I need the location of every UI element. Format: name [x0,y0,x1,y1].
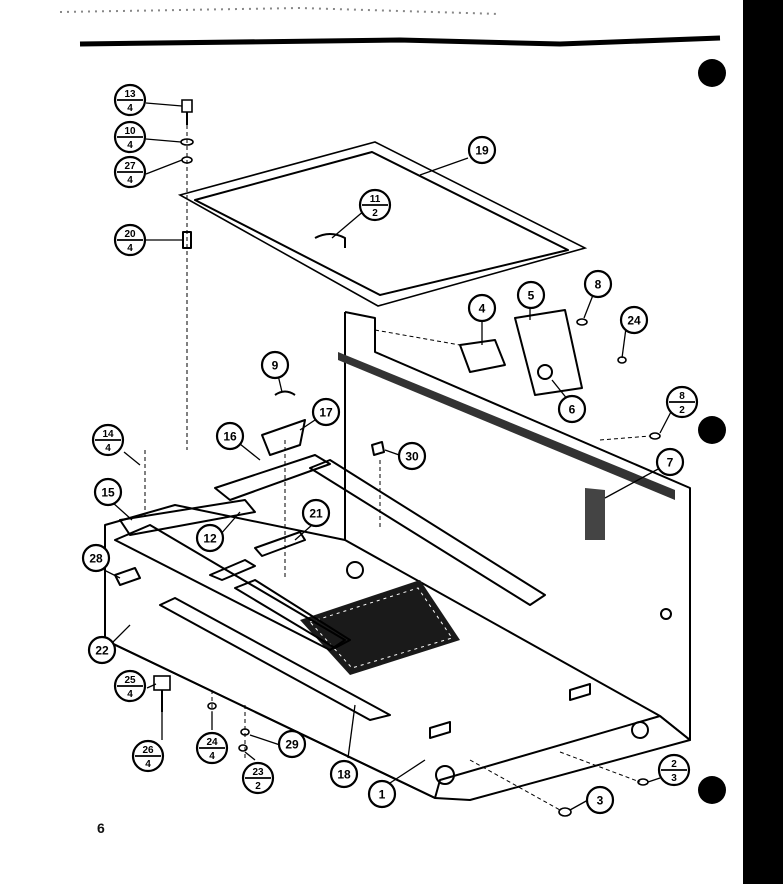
callout-c29: 29 [277,729,307,759]
callout-c3: 3 [585,785,615,815]
callout-number: 3 [597,794,604,808]
callout-quantity: 4 [209,751,215,762]
callout-quantity: 4 [127,175,133,186]
callout-number: 18 [337,768,351,782]
callout-c21: 21 [301,498,331,528]
callout-number: 29 [285,738,299,752]
callout-c8-2: 82 [665,385,699,419]
callout-c30: 30 [397,441,427,471]
callout-c8: 8 [583,269,613,299]
callout-number: 19 [475,144,489,158]
callout-c26-4: 264 [131,739,165,773]
callout-number: 7 [667,456,674,470]
callout-c11-2: 112 [358,188,392,222]
callout-number: 8 [595,278,602,292]
fasteners [153,99,661,817]
back-wall-panel [338,311,691,741]
callout-c5: 5 [516,280,546,310]
callout-number: 6 [569,403,576,417]
callout-number: 10 [124,126,136,137]
callout-quantity: 2 [255,781,261,792]
callout-quantity: 3 [671,773,677,784]
callout-c1: 1 [367,779,397,809]
callout-c22: 22 [87,635,117,665]
assembly-lines [144,125,651,811]
callout-c4: 4 [467,293,497,323]
callout-c23-2: 232 [241,761,275,795]
callout-c2-3: 23 [657,753,691,787]
rails-and-brackets [114,309,583,721]
callout-number: 15 [101,486,115,500]
callout-c6: 6 [557,394,587,424]
callout-number: 26 [142,745,154,756]
callout-number: 9 [272,359,279,373]
callout-number: 24 [206,737,218,748]
callout-number: 13 [124,89,136,100]
callout-c17: 17 [311,397,341,427]
callout-c18: 18 [329,759,359,789]
callout-number: 27 [124,161,136,172]
callout-c25-4: 254 [113,669,147,703]
callout-c27-4: 274 [113,155,147,189]
callout-number: 28 [89,552,103,566]
callout-quantity: 2 [372,208,378,219]
callout-quantity: 4 [127,689,133,700]
callout-number: 25 [124,675,136,686]
callout-c19: 19 [467,135,497,165]
callout-number: 17 [319,406,333,420]
callout-c10-4: 104 [113,120,147,154]
callout-c14-4: 144 [91,423,125,457]
callout-quantity: 4 [127,103,133,114]
callout-number: 4 [479,302,486,316]
callout-c24: 24 [619,305,649,335]
vent-holes [300,580,460,675]
callout-number: 2 [671,759,677,770]
scan-artifacts [59,0,783,884]
callout-c12: 12 [195,523,225,553]
callout-number: 24 [627,314,641,328]
callout-quantity: 4 [145,759,151,770]
callout-quantity: 4 [127,140,133,151]
callout-c15: 15 [93,477,123,507]
callout-number: 30 [405,450,419,464]
callout-quantity: 2 [679,405,685,416]
callout-quantity: 4 [127,243,133,254]
callout-number: 8 [679,391,685,402]
callout-number: 20 [124,229,136,240]
callout-c13-4: 134 [113,83,147,117]
top-cover-panel [177,141,588,307]
callout-c16: 16 [215,421,245,451]
callout-c7: 7 [655,447,685,477]
callout-number: 22 [95,644,109,658]
page-number: 6 [97,820,105,836]
callout-number: 16 [223,430,237,444]
callout-c24-4: 244 [195,731,229,765]
callout-number: 21 [309,507,323,521]
callout-number: 11 [370,194,381,205]
callout-quantity: 4 [105,443,111,454]
callout-number: 14 [102,429,114,440]
callout-c9: 9 [260,350,290,380]
callout-c20-4: 204 [113,223,147,257]
callout-number: 5 [528,289,535,303]
callout-number: 12 [203,532,217,546]
callout-number: 1 [379,788,386,802]
callout-number: 23 [252,767,264,778]
callout-c28: 28 [81,543,111,573]
